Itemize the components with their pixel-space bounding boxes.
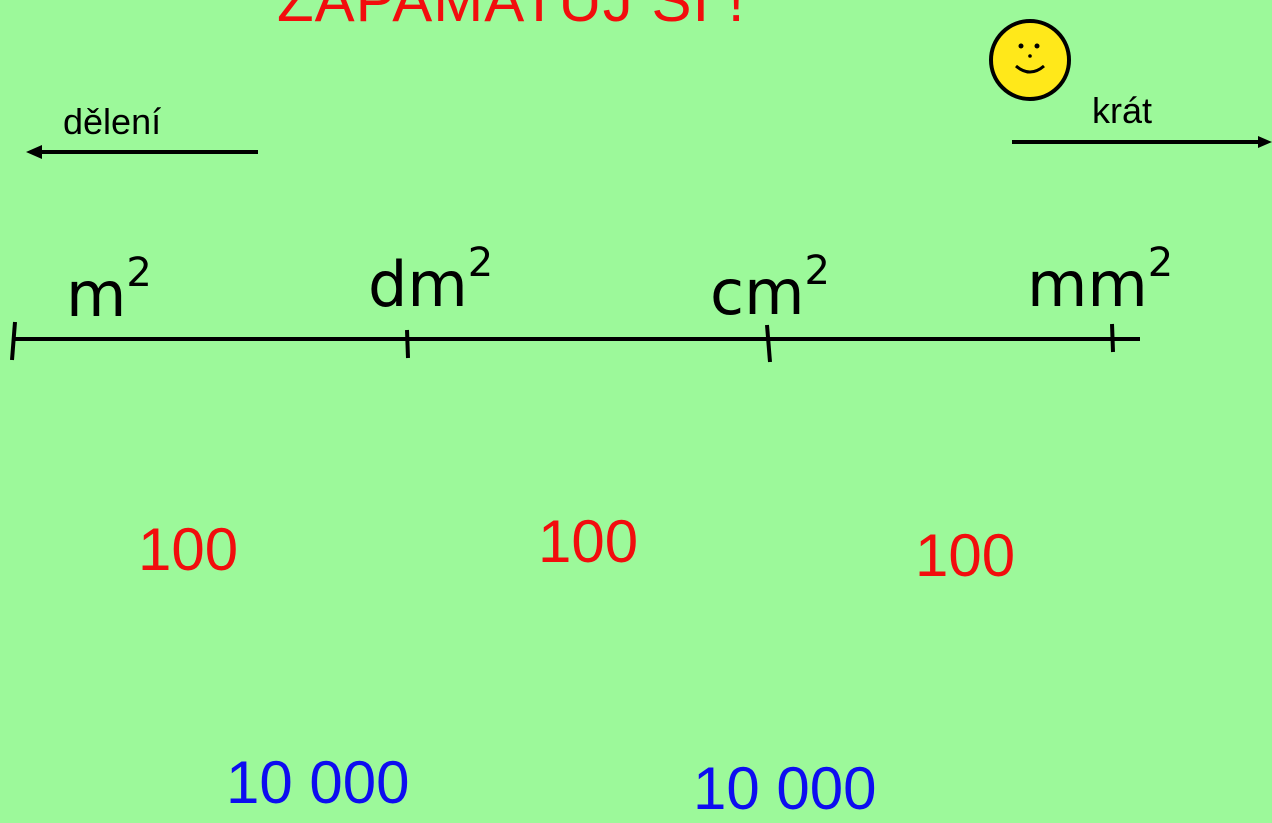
unit-number-line	[10, 321, 1140, 363]
factor-cm2-mm2: 100	[915, 522, 1016, 589]
unit-mm2: mm2	[1027, 240, 1174, 321]
right-arrow	[1012, 136, 1272, 148]
factor-m2-dm2: 100	[138, 516, 239, 583]
factor-dm2-cm2: 100	[538, 508, 639, 575]
factor-dm2-mm2: 10 000	[693, 755, 877, 822]
smiley-face-icon	[989, 19, 1071, 101]
left-arrow	[26, 145, 258, 159]
tick-dm2	[405, 329, 410, 359]
unit-dm2: dm2	[368, 240, 494, 321]
factor-m2-cm2: 10 000	[226, 749, 410, 816]
division-label: dělení	[63, 101, 162, 142]
page-title: ZAPAMATUJ SI !	[277, 0, 746, 34]
tick-m2	[10, 321, 17, 361]
unit-cm2: cm2	[710, 248, 830, 329]
unit-m2: m2	[66, 250, 152, 331]
tick-cm2	[765, 324, 772, 363]
tick-mm2	[1110, 323, 1115, 353]
multiplication-label: krát	[1092, 90, 1153, 131]
